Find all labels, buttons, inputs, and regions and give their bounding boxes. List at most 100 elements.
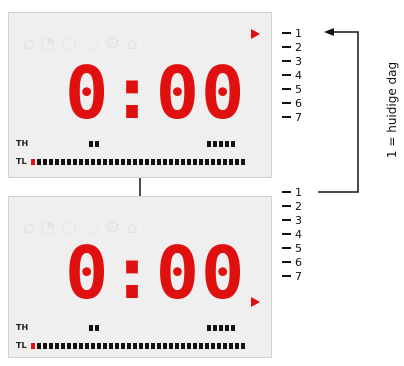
day-number: 7 xyxy=(295,110,302,124)
time-readout: 0:00 xyxy=(65,51,247,135)
tmin-segment xyxy=(241,343,245,349)
tmax-segments-a xyxy=(89,141,99,147)
tmax-label: TH xyxy=(16,139,29,148)
day-tick: 2 xyxy=(282,41,302,54)
day-tick: 6 xyxy=(282,96,302,110)
day-tick: 4 xyxy=(282,68,302,82)
day-tick: 5 xyxy=(282,82,302,96)
day-tick: 2 xyxy=(282,200,302,213)
tmin-segment xyxy=(229,159,233,165)
day-number: 3 xyxy=(295,213,302,227)
tmin-segment xyxy=(181,159,185,165)
tmin-segment xyxy=(55,159,59,165)
tmin-segment xyxy=(109,343,113,349)
ghost-icons: ⌂ ◔ ○ ◡ ⚙ ⌂ xyxy=(23,217,138,238)
tmin-segment xyxy=(37,159,41,165)
tmin-segment xyxy=(55,343,59,349)
tmin-segment xyxy=(133,159,137,165)
current-day-indicator xyxy=(251,29,260,39)
tmin-label: TL xyxy=(16,157,27,166)
tmin-segment xyxy=(235,343,239,349)
tmin-segment xyxy=(49,343,53,349)
day-tick: 4 xyxy=(282,227,302,241)
tmin-segment xyxy=(151,159,155,165)
tmin-segment xyxy=(169,343,173,349)
tmin-segment xyxy=(145,343,149,349)
tmax-segments-a xyxy=(89,325,99,331)
tmin-segment xyxy=(193,159,197,165)
day-tick: 3 xyxy=(282,213,302,227)
tmax-segments-b xyxy=(207,141,235,147)
tmin-segment xyxy=(73,159,77,165)
day-tick: 1 xyxy=(282,185,302,199)
tmin-segment xyxy=(115,159,119,165)
day-number: 4 xyxy=(295,227,302,241)
tmin-segment xyxy=(169,159,173,165)
day-indicator xyxy=(251,297,260,307)
tmin-segment xyxy=(163,159,167,165)
tmin-segment xyxy=(127,159,131,165)
tmin-segment xyxy=(217,159,221,165)
current-day-note: 1 = huidige dag xyxy=(385,61,399,159)
tmin-segment xyxy=(43,159,47,165)
tmin-segment xyxy=(133,343,137,349)
tmin-segment xyxy=(199,343,203,349)
day-number: 6 xyxy=(295,255,302,269)
day-number: 5 xyxy=(295,82,302,96)
tmin-segment xyxy=(103,343,107,349)
day-number: 4 xyxy=(295,68,302,82)
lcd-display-bottom: ⌂ ◔ ○ ◡ ⚙ ⌂ 0:00 TH TL xyxy=(8,196,272,358)
tmin-segment xyxy=(115,343,119,349)
tmin-segment xyxy=(181,343,185,349)
day-number: 1 xyxy=(295,185,302,199)
tmin-segment xyxy=(37,343,41,349)
day-tick: 7 xyxy=(282,110,302,124)
tmin-segment xyxy=(31,343,35,349)
tmin-segment xyxy=(175,159,179,165)
day-tick: 3 xyxy=(282,55,302,68)
tmin-segment xyxy=(199,159,203,165)
tmin-segment xyxy=(91,343,95,349)
tmin-segments xyxy=(31,159,245,165)
day-tick: 5 xyxy=(282,242,302,255)
tmin-segment xyxy=(151,343,155,349)
tmin-segment xyxy=(103,159,107,165)
day-number: 6 xyxy=(295,96,302,110)
tmin-segment xyxy=(187,159,191,165)
day-tick: 7 xyxy=(282,269,302,283)
tmin-segment xyxy=(61,343,65,349)
tmin-segment xyxy=(97,343,101,349)
time-readout: 0:00 xyxy=(65,231,247,315)
tmin-segment xyxy=(175,343,179,349)
tmin-segment xyxy=(211,343,215,349)
tmin-segment xyxy=(223,343,227,349)
tmin-segment xyxy=(211,159,215,165)
tmin-segment xyxy=(43,343,47,349)
tmin-segment xyxy=(91,159,95,165)
tmin-segment xyxy=(49,159,53,165)
tmin-segment xyxy=(79,159,83,165)
tmin-segment xyxy=(163,343,167,349)
day-number: 7 xyxy=(295,269,302,283)
tmin-segment xyxy=(67,343,71,349)
tmin-segment xyxy=(187,343,191,349)
tmin-segment xyxy=(67,159,71,165)
tmin-segment xyxy=(157,343,161,349)
tmin-segment xyxy=(157,159,161,165)
tmin-segment xyxy=(145,159,149,165)
day-number: 1 xyxy=(295,26,302,40)
tmin-segments xyxy=(31,343,245,349)
day-tick: 6 xyxy=(282,255,302,269)
bracket-arrowhead xyxy=(324,28,334,36)
tmin-segment xyxy=(205,159,209,165)
tmin-segment xyxy=(139,343,143,349)
tmin-segment xyxy=(73,343,77,349)
tmin-segment xyxy=(85,159,89,165)
tmin-segment xyxy=(97,159,101,165)
tmin-segment xyxy=(61,159,65,165)
tmin-segment xyxy=(127,343,131,349)
tmin-segment xyxy=(205,343,209,349)
tmin-segment xyxy=(241,159,245,165)
tmin-segment xyxy=(223,159,227,165)
ghost-icons: ⌂ ◔ ○ ◡ ⚙ ⌂ xyxy=(23,33,138,54)
